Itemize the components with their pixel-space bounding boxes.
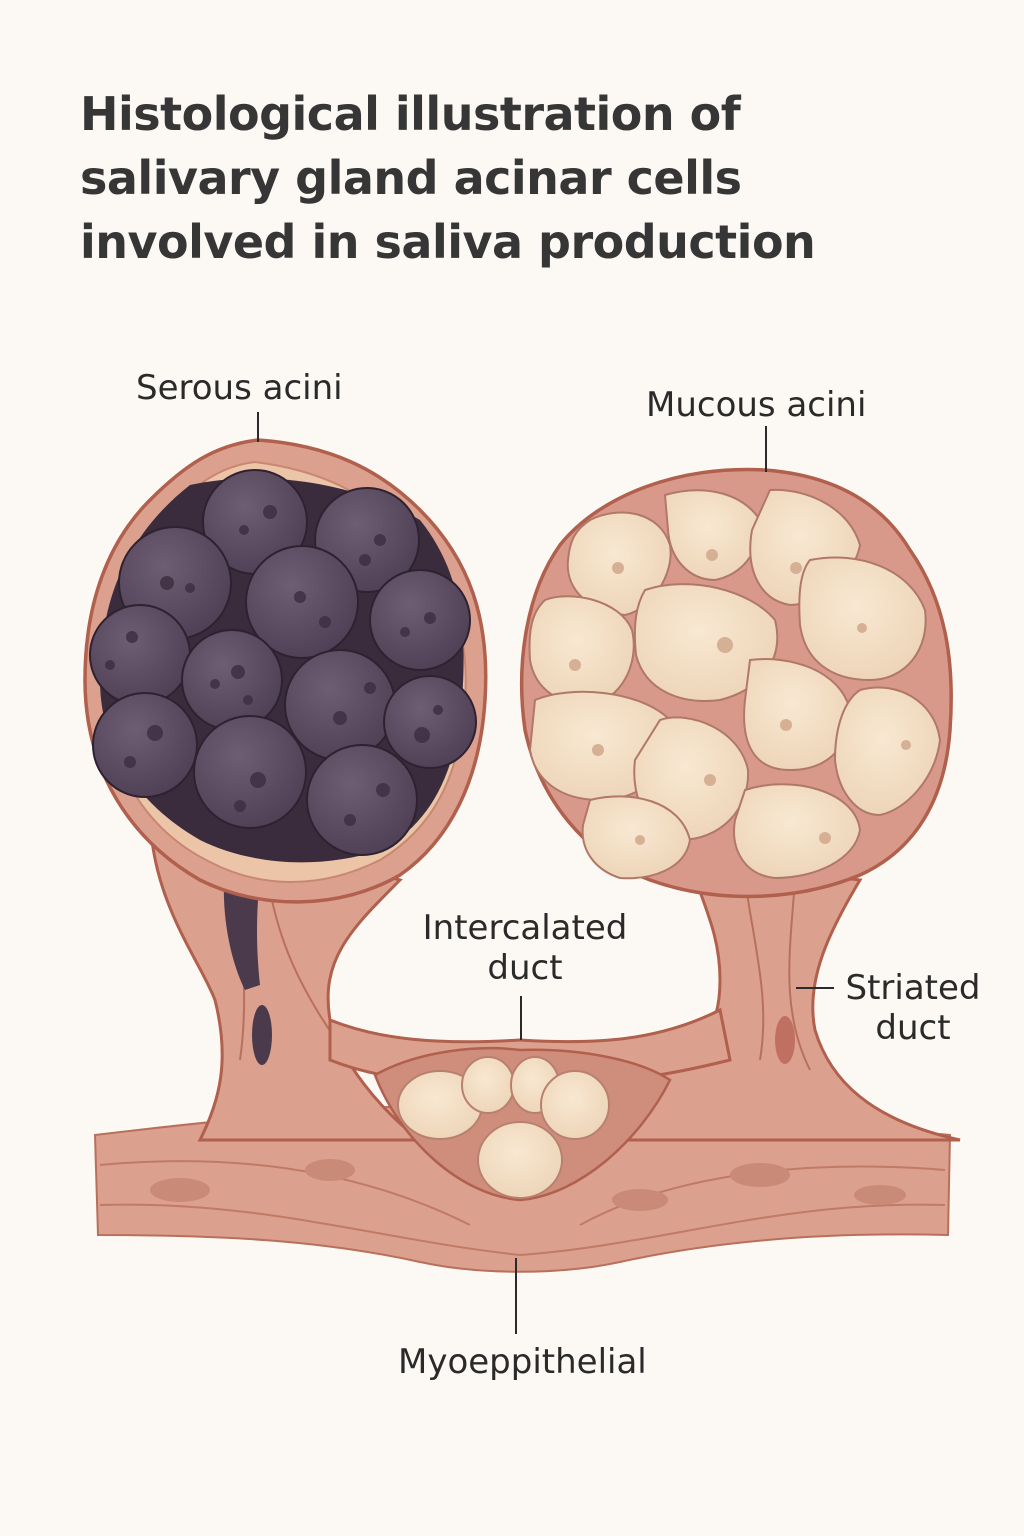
intercalated-cells — [397, 1056, 610, 1199]
label-intercalated-line-1: Intercalated — [422, 908, 628, 948]
label-striated-line-2: duct — [875, 1008, 951, 1048]
leader-myoepithelial — [515, 1258, 517, 1334]
mucous-cells — [528, 488, 942, 880]
mucous-nuclei — [569, 549, 911, 845]
leader-mucous-acini — [765, 426, 767, 472]
label-mucous-acini: Mucous acini — [646, 385, 867, 425]
serous-nuclei — [105, 505, 443, 826]
leader-serous-acini — [257, 412, 259, 442]
figure-title: Histological illustration of salivary gl… — [80, 82, 960, 274]
label-striated-line-1: Striated — [845, 968, 981, 1008]
title-line-2: salivary gland acinar cells — [80, 151, 742, 205]
title-line-3: involved in saliva production — [80, 215, 816, 269]
title-line-1: Histological illustration of — [80, 87, 741, 141]
label-serous-acini: Serous acini — [136, 368, 343, 408]
label-intercalated-line-2: duct — [487, 948, 563, 988]
intercalated-duct — [328, 1007, 732, 1202]
label-myoepithelial: Myoeppithelial — [398, 1342, 647, 1382]
leader-striated-duct — [796, 987, 834, 989]
label-striated-duct: Striated duct — [838, 968, 988, 1048]
leader-intercalated-duct — [520, 996, 522, 1040]
serous-acinus — [83, 438, 488, 904]
mucous-acinus — [519, 467, 953, 899]
label-intercalated-duct: Intercalated duct — [410, 908, 640, 988]
